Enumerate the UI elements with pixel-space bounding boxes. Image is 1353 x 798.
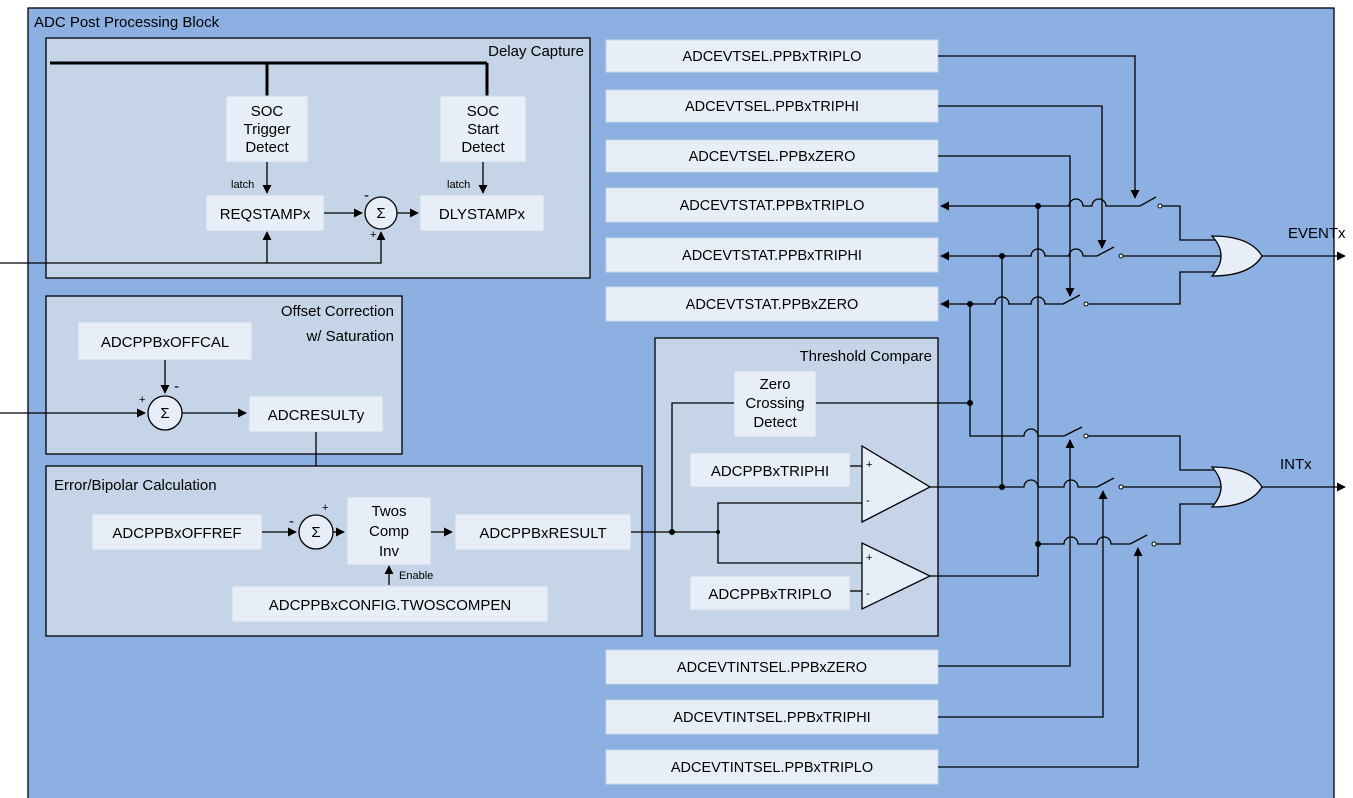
svg-text:ADCRESULTy: ADCRESULTy [268, 407, 365, 424]
triphi-register: ADCPPBxTRIPHI [689, 452, 851, 488]
reg-evtsel-zero: ADCEVTSEL.PPBxZERO [605, 139, 939, 173]
svg-text:Σ: Σ [311, 524, 320, 541]
twoscompen-register: ADCPPBxCONFIG.TWOSCOMPEN [231, 585, 549, 623]
svg-text:ADCEVTINTSEL.PPBxTRIPHI: ADCEVTINTSEL.PPBxTRIPHI [673, 710, 870, 726]
reg-evtsel-triplo: ADCEVTSEL.PPBxTRIPLO [605, 39, 939, 73]
svg-text:ADCEVTSTAT.PPBxTRIPHI: ADCEVTSTAT.PPBxTRIPHI [682, 248, 862, 264]
offset-sum-node: Σ [147, 395, 183, 431]
svg-text:+: + [866, 459, 872, 471]
adcresulty-register: ADCRESULTy [248, 395, 384, 433]
reg-evtintsel-triphi: ADCEVTINTSEL.PPBxTRIPHI [605, 699, 939, 735]
latch-label-dly: latch [447, 179, 470, 191]
svg-text:Trigger: Trigger [244, 121, 291, 138]
reg-evtintsel-triplo: ADCEVTINTSEL.PPBxTRIPLO [605, 749, 939, 785]
svg-text:ADCEVTINTSEL.PPBxZERO: ADCEVTINTSEL.PPBxZERO [677, 660, 867, 676]
svg-text:-: - [364, 187, 369, 204]
threshold-compare-title: Threshold Compare [799, 348, 932, 365]
svg-text:-: - [174, 378, 179, 395]
svg-text:SOC: SOC [251, 103, 284, 120]
reqstamp-register: REQSTAMPx [205, 194, 325, 232]
svg-text:ADCEVTSTAT.PPBxZERO: ADCEVTSTAT.PPBxZERO [686, 297, 859, 313]
svg-text:SOC: SOC [467, 103, 500, 120]
svg-text:+: + [370, 229, 376, 241]
svg-text:-: - [866, 588, 870, 600]
offcal-register: ADCPPBxOFFCAL [77, 321, 253, 361]
reg-evtstat-triplo: ADCEVTSTAT.PPBxTRIPLO [605, 187, 939, 223]
comparator-lo [861, 541, 932, 611]
soc-start-detect-block: SOC Start Detect [439, 95, 527, 163]
svg-text:+: + [866, 552, 872, 564]
svg-text:Detect: Detect [461, 139, 505, 156]
svg-text:Zero: Zero [760, 376, 791, 393]
twos-comp-inv-block: Twos Comp Inv [346, 496, 432, 566]
error-sum-node: Σ [298, 514, 334, 550]
svg-text:Comp: Comp [369, 523, 409, 540]
latch-label-req: latch [231, 179, 254, 191]
reg-evtsel-triphi: ADCEVTSEL.PPBxTRIPHI [605, 89, 939, 123]
svg-text:Twos: Twos [371, 503, 406, 520]
svg-text:ADCPPBxTRIPLO: ADCPPBxTRIPLO [708, 586, 831, 603]
svg-text:Inv: Inv [379, 543, 400, 560]
svg-text:Crossing: Crossing [745, 395, 804, 412]
error-bipolar-title: Error/Bipolar Calculation [54, 477, 217, 494]
int-switch-triplo [1129, 503, 1218, 547]
ppb-result-register: ADCPPBxRESULT [454, 513, 632, 551]
svg-text:Σ: Σ [376, 205, 385, 222]
svg-text:Σ: Σ [160, 405, 169, 422]
svg-text:ADCEVTSEL.PPBxTRIPLO: ADCEVTSEL.PPBxTRIPLO [683, 49, 862, 65]
svg-text:Detect: Detect [753, 414, 797, 431]
event-switch-zero [1062, 271, 1218, 307]
svg-text:ADCPPBxOFFREF: ADCPPBxOFFREF [112, 525, 241, 542]
reg-evtintsel-zero: ADCEVTINTSEL.PPBxZERO [605, 649, 939, 685]
svg-text:Enable: Enable [399, 570, 433, 582]
comparator-hi [861, 444, 932, 524]
svg-text:ADCEVTSTAT.PPBxTRIPLO: ADCEVTSTAT.PPBxTRIPLO [680, 198, 865, 214]
reg-evtstat-zero: ADCEVTSTAT.PPBxZERO [605, 286, 939, 322]
reg-evtstat-triphi: ADCEVTSTAT.PPBxTRIPHI [605, 237, 939, 273]
int-output-label: INTx [1280, 456, 1312, 473]
svg-text:+: + [139, 394, 145, 406]
soc-trigger-detect-block: SOC Trigger Detect [225, 95, 309, 163]
svg-text:ADCPPBxTRIPHI: ADCPPBxTRIPHI [711, 463, 829, 480]
int-switch-triphi [1096, 477, 1222, 490]
svg-text:REQSTAMPx: REQSTAMPx [220, 206, 311, 223]
delay-sum-node: Σ [364, 196, 398, 230]
outer-block-title: ADC Post Processing Block [34, 14, 220, 31]
svg-text:ADCEVTSEL.PPBxTRIPHI: ADCEVTSEL.PPBxTRIPHI [685, 99, 859, 115]
dlystamp-register: DLYSTAMPx [419, 194, 545, 232]
svg-text:ADCPPBxOFFCAL: ADCPPBxOFFCAL [101, 334, 229, 351]
event-output-label: EVENTx [1288, 225, 1346, 242]
zero-crossing-detect-block: Zero Crossing Detect [733, 370, 817, 438]
svg-text:+: + [322, 502, 328, 514]
svg-text:-: - [289, 513, 294, 530]
svg-text:Start: Start [467, 121, 500, 138]
offref-register: ADCPPBxOFFREF [91, 513, 263, 551]
svg-text:-: - [866, 495, 870, 507]
triplo-register: ADCPPBxTRIPLO [689, 575, 851, 611]
event-switch-triphi [1096, 246, 1222, 259]
delay-capture-title: Delay Capture [488, 43, 584, 60]
svg-text:Detect: Detect [245, 139, 289, 156]
svg-text:ADCEVTINTSEL.PPBxTRIPLO: ADCEVTINTSEL.PPBxTRIPLO [671, 760, 873, 776]
svg-text:ADCPPBxRESULT: ADCPPBxRESULT [479, 525, 606, 542]
offset-correction-title-1: Offset Correction [281, 303, 394, 320]
int-or-gate [1210, 466, 1263, 508]
svg-text:ADCPPBxCONFIG.TWOSCOMPEN: ADCPPBxCONFIG.TWOSCOMPEN [269, 597, 512, 614]
offset-correction-title-2: w/ Saturation [305, 328, 394, 345]
int-switch-zero [1063, 426, 1218, 471]
event-switch-triplo [1139, 196, 1218, 241]
svg-text:ADCEVTSEL.PPBxZERO: ADCEVTSEL.PPBxZERO [689, 149, 856, 165]
event-or-gate [1210, 235, 1263, 277]
svg-text:DLYSTAMPx: DLYSTAMPx [439, 206, 526, 223]
